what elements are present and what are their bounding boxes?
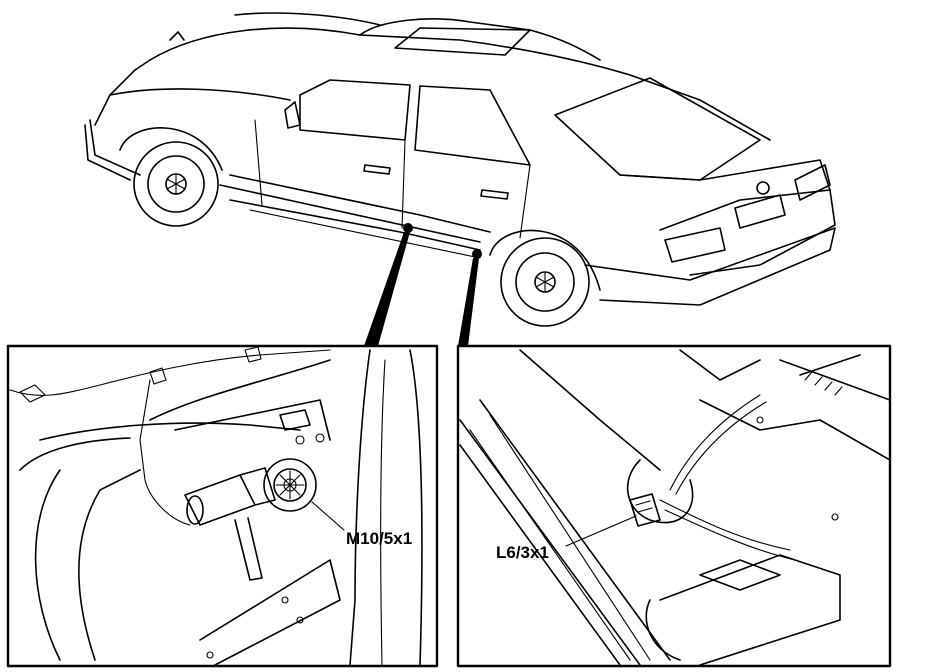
pointer-lines bbox=[364, 232, 479, 346]
callout-right-label: L6/3x1 bbox=[496, 543, 549, 562]
car-illustration bbox=[84, 12, 836, 327]
left-detail-panel: M10/5x1 bbox=[6, 344, 439, 668]
right-detail-panel: L6/3x1 bbox=[456, 344, 892, 668]
callout-left-label: M10/5x1 bbox=[346, 529, 412, 548]
